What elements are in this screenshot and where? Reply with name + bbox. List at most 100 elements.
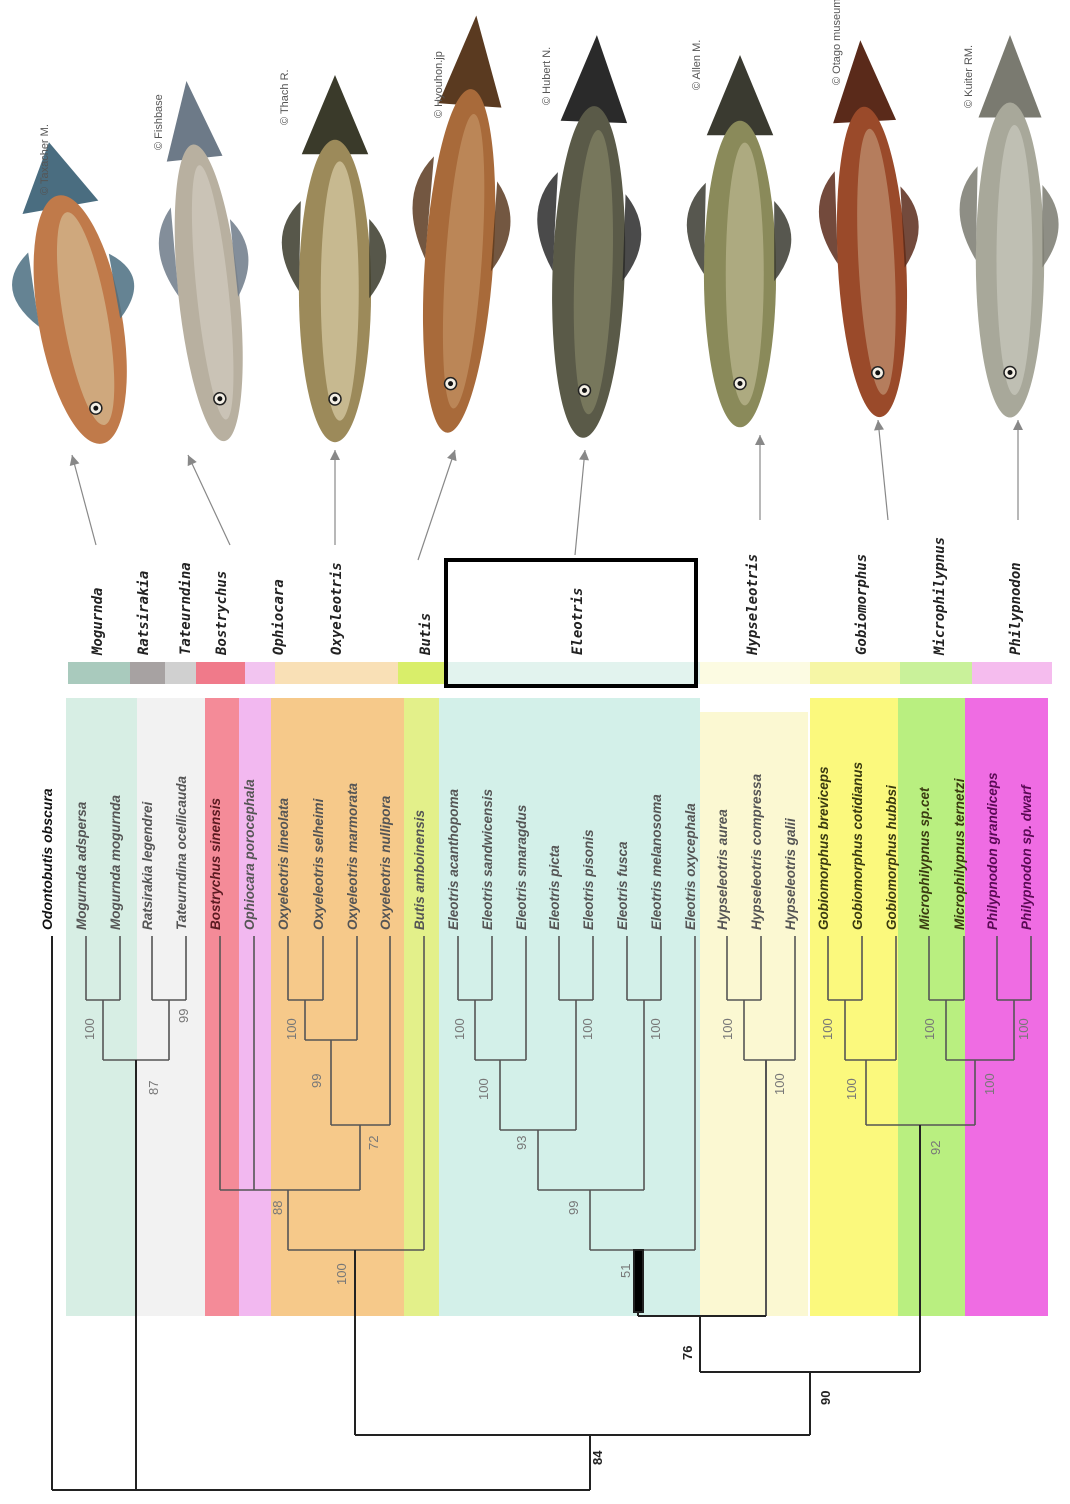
species-label: Philypnodon grandiceps <box>985 772 1000 930</box>
support-value: 100 <box>580 1018 595 1040</box>
outgroup-label: Odontobutis obscura <box>39 788 55 930</box>
genus-color-tateurndina <box>165 662 196 684</box>
genus-label: Hypseleotris <box>745 554 761 656</box>
fish-body-shade <box>726 143 764 406</box>
support-value: 100 <box>452 1018 467 1040</box>
genus-color-mogurnda <box>68 662 130 684</box>
pointer-arrow-head <box>70 455 80 466</box>
species-label: Bostrychus sinensis <box>208 797 223 930</box>
genus-color-oxyeleotris <box>275 662 398 684</box>
species-label: Oxyeleotris nullipora <box>378 795 393 930</box>
fish-dorsal-fin <box>282 201 301 291</box>
support-value: 100 <box>720 1018 735 1040</box>
species-label: Microphilypnus ternetzi <box>952 778 967 930</box>
fish-photo <box>397 12 525 436</box>
fish-photo <box>687 55 792 427</box>
fish-pupil <box>333 397 338 402</box>
support-value: 100 <box>648 1018 663 1040</box>
genus-label: Microphilypnus <box>932 537 948 656</box>
clade-band-ratsirakia <box>137 698 205 1316</box>
photo-credit: © Fishbase <box>153 94 165 150</box>
species-label: Philypnodon sp. dwarf <box>1019 784 1034 930</box>
species-label: Eleotris acanthopoma <box>446 788 461 930</box>
photo-credit: © Allen M. <box>691 40 703 90</box>
support-value: 100 <box>820 1018 835 1040</box>
genus-color-microphilypnus <box>900 662 972 684</box>
support-value: 87 <box>146 1081 161 1095</box>
pointer-arrow-line <box>878 420 888 520</box>
genus-label: Butis <box>418 613 434 656</box>
genus-label: Oxyeleotris <box>329 562 345 655</box>
species-label: Oxyeleotris lineolata <box>276 797 291 930</box>
pointer-arrow-head <box>447 450 456 461</box>
species-label: Hypseleotris galii <box>783 818 798 930</box>
support-value: 84 <box>590 1450 605 1465</box>
fish-body-shade <box>321 161 359 420</box>
photo-credit: © Thach R. <box>279 69 291 125</box>
support-value: 100 <box>844 1078 859 1100</box>
support-value: 100 <box>476 1078 491 1100</box>
species-label: Gobiomorphus cotidianus <box>850 762 865 930</box>
support-value: 92 <box>928 1141 943 1155</box>
photo-credit: © Hyouhon.jp <box>433 51 445 118</box>
support-value: 100 <box>922 1018 937 1040</box>
fish-pupil <box>738 381 743 386</box>
pointer-arrow-head <box>755 435 765 445</box>
fish-anal-fin <box>1042 185 1058 268</box>
support-value: 100 <box>284 1018 299 1040</box>
species-label: Hypseleotris compressa <box>749 773 764 930</box>
genus-color-bostrychus <box>196 662 245 684</box>
pointer-arrow-line <box>418 450 455 560</box>
pointer-arrow-head <box>1013 420 1023 430</box>
genus-label: Ratsirakia <box>136 571 152 655</box>
fish-body-shade <box>997 125 1033 395</box>
photo-credit: © Hubert N. <box>541 47 553 105</box>
clade-band-oxyeleotris <box>271 698 404 1316</box>
species-label: Ophiocara porocephala <box>242 779 257 930</box>
genus-label: Philypnodon <box>1008 562 1024 655</box>
genus-label: Ophiocara <box>271 579 287 655</box>
species-label: Gobiomorphus hubbsi <box>884 785 899 930</box>
genus-color-hypseleotris <box>700 662 810 684</box>
species-label: Mogurnda mogurnda <box>108 795 123 930</box>
support-value: 99 <box>176 1009 191 1023</box>
fish-anal-fin <box>623 194 643 281</box>
pointer-arrow-head <box>579 450 589 460</box>
species-label: Oxyeleotris selheimi <box>311 798 326 930</box>
genus-label: Bostrychus <box>214 571 230 656</box>
support-value: 100 <box>982 1073 997 1095</box>
support-value: 99 <box>566 1201 581 1215</box>
species-label: Eleotris picta <box>547 845 562 930</box>
clade-band-eleotris <box>439 698 700 1316</box>
species-label: Eleotris melanosoma <box>649 794 664 930</box>
fish-dorsal-fin <box>687 183 706 274</box>
genus-label: Tateurndina <box>178 562 194 655</box>
support-value: 90 <box>818 1391 833 1405</box>
pointer-arrow-head <box>330 450 340 460</box>
highlight-branch <box>634 1250 643 1312</box>
pointer-arrow-line <box>188 455 230 545</box>
photo-credit: © Otago museum <box>831 0 843 85</box>
support-value: 100 <box>1016 1018 1031 1040</box>
fish-photo <box>0 132 161 454</box>
genus-label: Gobiomorphus <box>854 554 870 655</box>
photo-credit: © Kuiter RM. <box>963 45 975 108</box>
genus-color-philypnodon <box>972 662 1052 684</box>
fish-anal-fin <box>774 201 791 281</box>
species-label: Mogurnda adspersa <box>74 801 89 930</box>
support-value: 72 <box>366 1136 381 1150</box>
species-label: Eleotris smaragdus <box>514 804 529 930</box>
support-value: 100 <box>82 1018 97 1040</box>
clade-band-philypnodon <box>965 698 1048 1316</box>
fish-dorsal-fin <box>960 166 978 260</box>
genus-color-ophiocara <box>245 662 275 684</box>
species-label: Gobiomorphus breviceps <box>816 766 831 930</box>
support-value: 76 <box>680 1346 695 1360</box>
genus-color-butis <box>398 662 446 684</box>
species-label: Tateurndina ocellicauda <box>174 775 189 930</box>
genus-color-ratsirakia <box>130 662 165 684</box>
fish-photo <box>282 75 387 442</box>
species-label: Eleotris oxycephala <box>683 803 698 930</box>
support-value: 100 <box>334 1263 349 1285</box>
